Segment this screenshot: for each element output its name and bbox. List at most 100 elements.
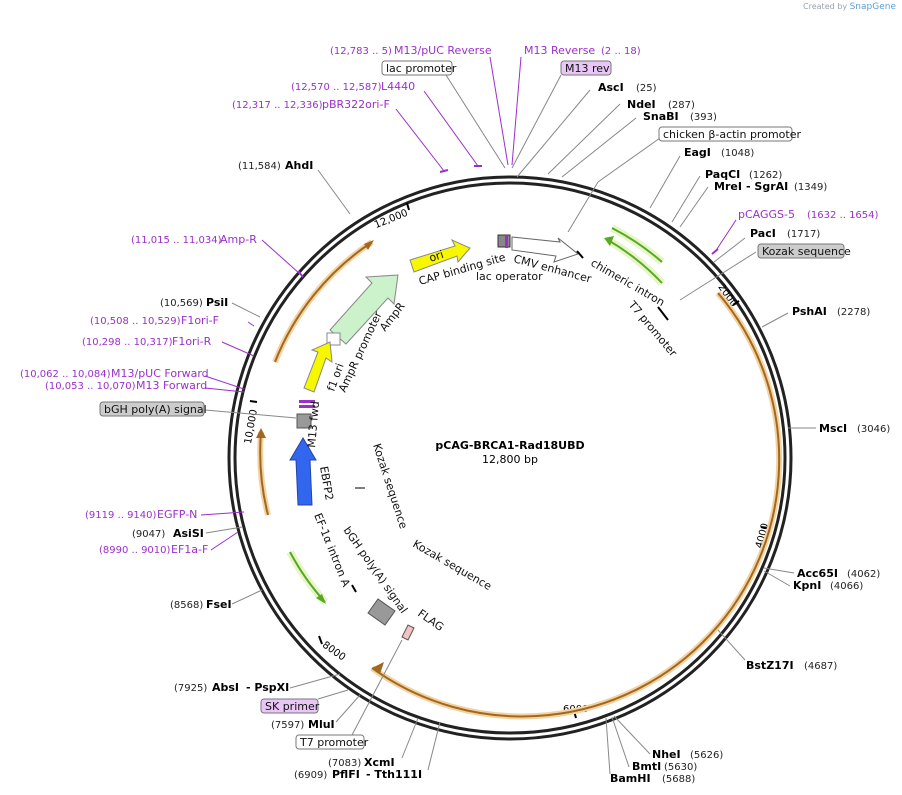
- primer-pcaggs-5[interactable]: pCAGGS-5 (1632 .. 1654): [711, 208, 879, 255]
- primer-f1ori-r[interactable]: (10,298 .. 10,317) F1ori-R: [82, 335, 255, 357]
- svg-text:PaqCI: PaqCI: [705, 168, 740, 181]
- enzyme-mlui[interactable]: (7597) MluI: [271, 694, 361, 731]
- svg-text:T7 promoter: T7 promoter: [299, 736, 369, 749]
- svg-text:FseI: FseI: [206, 598, 232, 611]
- enzyme-asci[interactable]: AscI (25): [516, 81, 657, 178]
- primer-pbr322ori-f[interactable]: (12,317 .. 12,336) pBR322ori-F: [232, 98, 449, 173]
- svg-text:(3046): (3046): [857, 424, 890, 435]
- svg-text:NheI: NheI: [652, 748, 681, 761]
- ampr-orf-arc: [272, 239, 374, 364]
- m13-fwd-feature: [296, 400, 315, 429]
- svg-text:PacI: PacI: [750, 227, 776, 240]
- enzyme-bstz17i[interactable]: BstZ17I (4687): [717, 629, 837, 672]
- enzyme-pflfi[interactable]: (6909) PflFI - Tth111I: [294, 721, 441, 781]
- svg-text:L4440: L4440: [381, 80, 415, 93]
- enzyme-bamhi[interactable]: BamHI (5688): [605, 717, 695, 785]
- snapgene-credit: Created by SnapGene: [803, 2, 896, 12]
- svg-text:AhdI: AhdI: [285, 159, 313, 172]
- enzyme-bmti[interactable]: BmtI (5630): [611, 716, 697, 773]
- svg-text:pCAGGS-5: pCAGGS-5: [738, 208, 795, 221]
- svg-text:(12,317 .. 12,336): (12,317 .. 12,336): [232, 100, 323, 111]
- kozak-label-1: Kozak sequence: [370, 442, 410, 531]
- intron-arc-top: [604, 236, 665, 286]
- svg-text:(4687): (4687): [804, 661, 837, 672]
- ef1a-intron-label: EF-1α intron A: [311, 511, 353, 589]
- kozak-label-2: Kozak sequence: [411, 537, 495, 593]
- svg-text:(287): (287): [668, 100, 695, 111]
- svg-text:(10,062 .. 10,084): (10,062 .. 10,084): [20, 369, 111, 380]
- svg-text:(11,584): (11,584): [238, 161, 281, 172]
- label-lac-promoter[interactable]: lac promoter: [381, 60, 506, 169]
- flag-label: FLAG: [415, 607, 446, 634]
- label-kozak-sequence[interactable]: Kozak sequence: [679, 243, 851, 301]
- svg-text:Amp-R: Amp-R: [220, 233, 257, 246]
- primer-ef1a-f[interactable]: (8990 .. 9010) EF1a-F: [99, 531, 239, 556]
- t7-promoter-inner-label: T7 promoter: [625, 298, 680, 360]
- enzyme-kpni[interactable]: KpnI (4066): [763, 570, 863, 592]
- plasmid-name: pCAG-BRCA1-Rad18UBD: [435, 439, 584, 452]
- svg-text:M13/pUC Forward: M13/pUC Forward: [111, 367, 209, 380]
- svg-text:F1ori-F: F1ori-F: [181, 314, 219, 327]
- svg-text:F1ori-R: F1ori-R: [172, 335, 212, 348]
- enzyme-ndei[interactable]: NdeI (287): [547, 98, 695, 175]
- primer-m13-reverse[interactable]: M13 Reverse (2 .. 18): [511, 44, 641, 166]
- svg-text:(11,015 .. 11,034): (11,015 .. 11,034): [131, 235, 222, 246]
- svg-text:NdeI: NdeI: [627, 98, 656, 111]
- svg-text:(10,053 .. 10,070): (10,053 .. 10,070): [45, 381, 136, 392]
- svg-text:SnaBI: SnaBI: [643, 110, 679, 123]
- svg-text:- SgrAI: - SgrAI: [746, 180, 788, 193]
- primer-f1ori-f[interactable]: (10,508 .. 10,529) F1ori-F: [90, 314, 255, 327]
- enzyme-mrei[interactable]: MreI - SgrAI (1349): [679, 180, 827, 228]
- primer-amp-r[interactable]: (11,015 .. 11,034) Amp-R: [131, 233, 304, 278]
- label-sk-primer[interactable]: SK primer: [260, 689, 349, 714]
- label-chicken-actin-promoter[interactable]: chicken β-actin promoter: [567, 126, 801, 233]
- tick-10000: 10,000: [243, 400, 260, 445]
- enzyme-xcmi[interactable]: (7083) XcmI: [328, 717, 419, 769]
- enzyme-paci[interactable]: PacI (1717): [713, 227, 820, 263]
- enzyme-acc65i[interactable]: Acc65I (4062): [763, 567, 880, 580]
- enzyme-asisi[interactable]: (9047) AsiSI: [132, 526, 243, 540]
- svg-text:(10,508 .. 10,529): (10,508 .. 10,529): [90, 316, 181, 327]
- label-bgh-signal[interactable]: bGH poly(A) signal: [99, 401, 297, 419]
- plasmid-backbone: [227, 175, 793, 741]
- svg-text:pBR322ori-F: pBR322ori-F: [322, 98, 390, 111]
- enzyme-absi[interactable]: (7925) AbsI - PspXI: [174, 673, 341, 694]
- enzyme-eagi[interactable]: EagI (1048): [649, 146, 754, 209]
- enzyme-ahdi[interactable]: (11,584) AhdI: [238, 159, 351, 215]
- primer-egfp-n[interactable]: (9119 .. 9140) EGFP-N: [85, 508, 245, 521]
- svg-text:PshAI: PshAI: [792, 305, 827, 318]
- enzyme-paqci[interactable]: PaqCI (1262): [671, 168, 782, 223]
- label-m13-rev[interactable]: M13 rev: [511, 60, 612, 169]
- svg-text:(7597): (7597): [271, 720, 304, 731]
- enzyme-fsei[interactable]: (8568) FseI: [170, 589, 263, 611]
- svg-text:BamHI: BamHI: [610, 772, 651, 785]
- snapgene-logo: SnapGene: [849, 2, 896, 12]
- enzyme-nhei[interactable]: NheI (5626): [613, 715, 723, 761]
- ef1a-mark: [351, 584, 357, 593]
- ori-feature: ori: [409, 238, 471, 273]
- svg-text:AscI: AscI: [598, 81, 624, 94]
- svg-text:(1262): (1262): [749, 170, 782, 181]
- label-t7-promoter[interactable]: T7 promoter: [295, 639, 403, 750]
- primer-m13-forward[interactable]: (10,053 .. 10,070) M13 Forward: [45, 379, 245, 393]
- enzyme-msci[interactable]: MscI (3046): [788, 422, 890, 435]
- svg-text:AbsI: AbsI: [212, 681, 239, 694]
- svg-text:bGH poly(A) signal: bGH poly(A) signal: [104, 403, 207, 416]
- primer-m13-puc-forward[interactable]: (10,062 .. 10,084) M13/pUC Forward: [20, 367, 245, 390]
- enzyme-pshai[interactable]: PshAI (2278): [761, 305, 870, 328]
- primer-l4440[interactable]: (12,570 .. 12,587) L4440: [291, 80, 482, 167]
- svg-text:M13 rev: M13 rev: [565, 62, 610, 75]
- svg-text:(7083): (7083): [328, 758, 361, 769]
- svg-text:- Tth111I: - Tth111I: [366, 768, 422, 781]
- cmv-end-mark: [576, 250, 584, 259]
- primer-m13-puc-reverse[interactable]: (12,783 .. 5) M13/pUC Reverse: [330, 44, 509, 166]
- ebfp2-label: EBFP2: [317, 465, 336, 501]
- svg-text:(5688): (5688): [662, 774, 695, 785]
- svg-text:(1048): (1048): [721, 148, 754, 159]
- svg-text:BstZ17I: BstZ17I: [746, 659, 794, 672]
- enzyme-psii[interactable]: (10,569) PsiI: [160, 296, 261, 318]
- enzyme-snabi[interactable]: SnaBI (393): [561, 110, 717, 178]
- svg-text:(10,298 .. 10,317): (10,298 .. 10,317): [82, 337, 173, 348]
- svg-text:EGFP-N: EGFP-N: [157, 508, 197, 521]
